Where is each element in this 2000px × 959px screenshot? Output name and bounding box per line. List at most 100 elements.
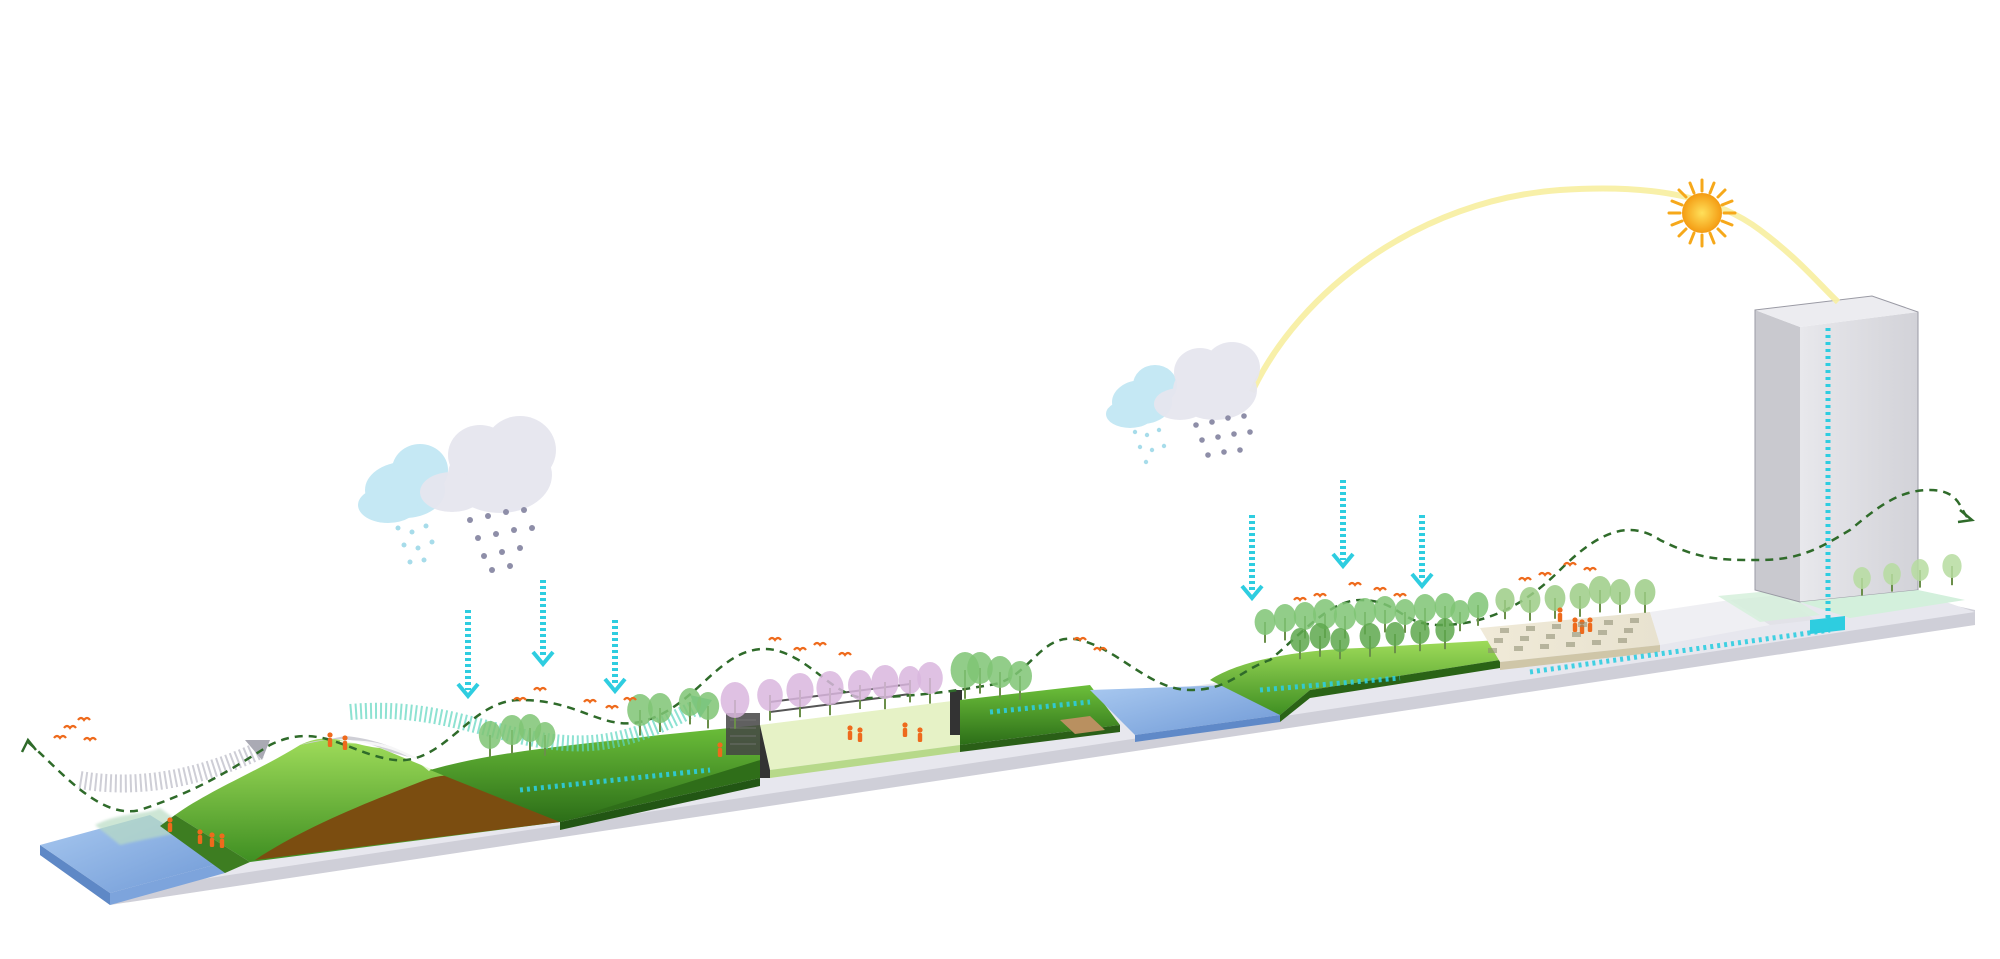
- cloud-group-left: [358, 416, 556, 573]
- tree-icon: [1373, 596, 1397, 633]
- tree-icon: [678, 688, 702, 725]
- bird-icon: [63, 724, 77, 730]
- bird-icon: [813, 641, 827, 647]
- building-front-face: [1800, 312, 1918, 602]
- berm-crest-path: [339, 740, 432, 772]
- drainage-lines: [519, 627, 1831, 793]
- ecology-path: [27, 488, 1969, 813]
- tree-icon: [627, 694, 653, 736]
- bird-icon: [838, 651, 852, 657]
- tree-icon: [720, 682, 750, 729]
- cloud-icon: [1154, 342, 1260, 420]
- building-left-face: [1755, 310, 1800, 602]
- tree-icon: [1330, 628, 1350, 660]
- bird-icon: [1393, 592, 1407, 598]
- bird-icon: [1313, 592, 1327, 598]
- tree-grate: [1488, 648, 1497, 653]
- rain-arrow-icon: [603, 620, 627, 695]
- sun-icon: [1667, 178, 1737, 248]
- tree-icon: [500, 715, 524, 754]
- tree-icon: [967, 652, 993, 694]
- bird-icon: [53, 734, 67, 740]
- tree-icon: [1634, 579, 1656, 613]
- ecology-path-arrow-right: [1957, 509, 1975, 524]
- bird-icon: [768, 636, 782, 642]
- tree-icon: [696, 692, 720, 729]
- trees: [478, 554, 1962, 758]
- person-icon: [917, 727, 923, 742]
- tree-icon: [1544, 585, 1566, 619]
- berm-soil: [255, 775, 560, 860]
- tree-grate: [1572, 632, 1581, 637]
- rain-drops-blue: [1132, 427, 1167, 465]
- tree-grate: [1546, 634, 1555, 639]
- bird-icon: [1348, 581, 1362, 587]
- tree-icon: [1273, 604, 1297, 641]
- bird-icon: [513, 696, 527, 702]
- tree-icon: [1609, 579, 1631, 613]
- birds: [53, 561, 1597, 742]
- cloud-icon: [420, 416, 556, 513]
- rain-arrows: [456, 480, 1434, 700]
- tree-icon: [1588, 576, 1612, 613]
- tree-icon: [1942, 554, 1962, 586]
- tree-icon: [1254, 609, 1276, 643]
- tree-icon: [987, 656, 1013, 698]
- person-icon: [167, 817, 173, 832]
- tree-grate: [1552, 624, 1561, 629]
- rain-drops-blue: [395, 523, 435, 565]
- people: [167, 607, 1593, 848]
- rain-drops-grey: [467, 507, 535, 573]
- plaza-tree-grates: [1488, 618, 1639, 653]
- person-icon: [1572, 617, 1578, 632]
- tree-grate: [1604, 620, 1613, 625]
- woodland-zone: [1210, 640, 1500, 722]
- tree-grate: [1500, 628, 1509, 633]
- rain-arrow-icon: [1331, 480, 1355, 570]
- building-roof: [1755, 296, 1918, 327]
- tree-icon: [1359, 623, 1381, 657]
- tree-icon: [1853, 567, 1871, 596]
- person-icon: [857, 727, 863, 742]
- person-icon: [219, 833, 225, 848]
- tree-icon: [1435, 618, 1455, 650]
- tree-icon: [786, 673, 814, 718]
- rain-drops-grey: [1193, 413, 1253, 458]
- garden-zone: [960, 685, 1120, 752]
- plaza-zone: [1480, 612, 1660, 670]
- tree-grate: [1618, 638, 1627, 643]
- person-icon: [327, 732, 333, 747]
- cloud-icon: [358, 444, 448, 523]
- tree-icon: [1569, 583, 1591, 617]
- bird-icon: [623, 696, 637, 702]
- levee-berm: [160, 736, 560, 873]
- tree-icon: [757, 679, 783, 721]
- bird-icon: [533, 686, 547, 692]
- bird-icon: [1518, 576, 1532, 582]
- cloud-group-right: [1106, 342, 1260, 465]
- tree-grate: [1630, 618, 1639, 623]
- rain-arrow-icon: [1410, 515, 1434, 590]
- tree-icon: [1450, 600, 1470, 632]
- person-icon: [342, 735, 348, 750]
- tree-icon: [871, 665, 899, 710]
- tree-grate: [1578, 622, 1587, 627]
- tree-icon: [1309, 623, 1331, 657]
- tree-icon: [898, 666, 922, 703]
- water-channel: [1090, 685, 1280, 742]
- bird-icon: [1583, 566, 1597, 572]
- rain-arrow-icon: [531, 580, 555, 668]
- bird-icon: [1563, 561, 1577, 567]
- rain-arrow-icon: [456, 610, 480, 700]
- building: [1754, 295, 1965, 634]
- tree-icon: [1911, 559, 1929, 588]
- tree-icon: [1467, 592, 1489, 626]
- bird-icon: [793, 646, 807, 652]
- tree-icon: [1883, 563, 1901, 592]
- meadow-zone: [430, 725, 760, 830]
- person-icon: [717, 742, 723, 757]
- street-zone: [1650, 590, 1820, 645]
- tree-grate: [1540, 644, 1549, 649]
